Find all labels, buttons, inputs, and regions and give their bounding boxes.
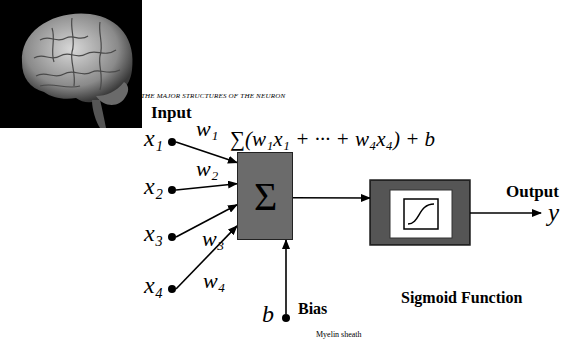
- sigma-symbol: Σ: [254, 177, 277, 217]
- weight-label: w₄: [203, 270, 225, 292]
- input-symbol: x₄: [144, 273, 163, 297]
- input-dot: x₂: [168, 186, 176, 194]
- input-heading: Input: [151, 104, 192, 121]
- input-symbol: b: [262, 302, 274, 326]
- bias-label: Bias: [298, 301, 327, 317]
- bias-dot: bBias: [282, 314, 290, 322]
- picture-caption: Myelin sheath: [316, 331, 362, 339]
- weight-connector: [293, 197, 370, 199]
- function-label: Sigmoid Function: [401, 290, 522, 306]
- input-dot: x₄: [168, 285, 176, 293]
- weight-label: w₃: [202, 228, 224, 250]
- activation-box: Sigmoid Function: [370, 180, 470, 245]
- input-symbol: x₁: [144, 126, 163, 150]
- input-dot: x₁: [168, 138, 176, 146]
- activation-box-fill: [370, 180, 470, 245]
- input-dot: x₃: [168, 233, 176, 241]
- weight-connector: [176, 184, 237, 190]
- summation-box: Σ: [237, 152, 293, 240]
- input-symbol: x₃: [144, 221, 163, 245]
- picture-caption: THE MAJOR STRUCTURES OF THE NEURON: [141, 93, 285, 100]
- weight-label: w₁: [196, 118, 218, 140]
- formula: ∑(w₁x₁ + ··· + w₄x₄) + b: [230, 129, 435, 150]
- weight-connector: [285, 240, 287, 314]
- output-symbol: y: [548, 200, 559, 225]
- sigmoid-icon: [390, 190, 452, 238]
- output-arrow: [470, 212, 541, 214]
- brain-picture: [0, 0, 142, 128]
- output-heading: Output: [506, 183, 559, 200]
- weight-label: w₂: [196, 158, 218, 180]
- input-symbol: x₂: [144, 174, 163, 198]
